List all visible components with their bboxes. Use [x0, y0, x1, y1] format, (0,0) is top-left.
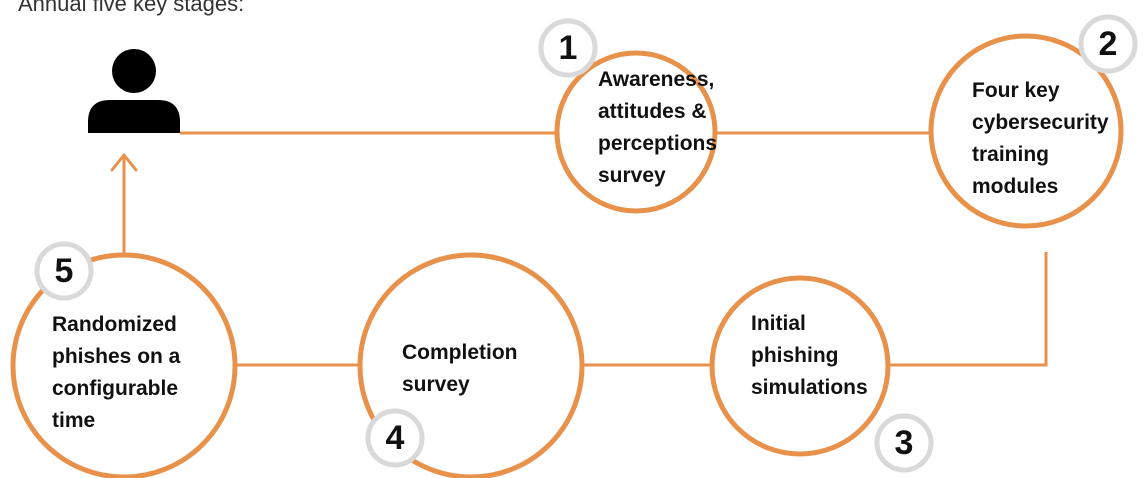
stage-4-label-line: Completion	[402, 341, 518, 364]
stage-3-number: 3	[894, 424, 914, 462]
stage-2-label-line: Four key	[972, 79, 1060, 102]
stage-5-circle	[10, 252, 238, 478]
stage-3-label-line: Initial	[751, 312, 806, 335]
stage-2-label: Four key cybersecurity training modules	[972, 75, 1109, 203]
stage-3-label-line: simulations	[751, 376, 868, 399]
arrow-up-icon	[110, 153, 138, 172]
stage-5-label-line: time	[52, 409, 96, 432]
stage-5-label-line: Randomized	[52, 313, 177, 336]
stage-5-label: Randomized phishes on a configurable tim…	[52, 309, 180, 437]
stage-3-badge	[874, 413, 934, 473]
stage-3-label-line: phishing	[751, 344, 839, 367]
stage-1-label: Awareness, attitudes & perceptions surve…	[598, 64, 717, 192]
stage-5-number: 5	[54, 252, 74, 290]
stage-1-label-line: attitudes &	[598, 100, 707, 123]
stage-3-circle	[709, 275, 891, 457]
stage-1-number: 1	[558, 29, 578, 67]
stage-1-label-line: survey	[598, 164, 666, 187]
stage-4-label-line: survey	[402, 373, 470, 396]
connector-stage-2-to-stage-3	[888, 252, 1048, 367]
stage-1-label-line: Awareness,	[598, 68, 715, 91]
stage-1-circle	[554, 50, 718, 214]
stage-2-badge	[1078, 14, 1138, 74]
stage-4-label: Completion survey	[402, 337, 518, 401]
diagram-heading: Annual five key stages:	[18, 0, 245, 16]
stage-2-label-line: cybersecurity	[972, 111, 1109, 134]
stage-4-number: 4	[385, 419, 405, 457]
stage-5-badge	[34, 241, 94, 301]
stage-2-number: 2	[1098, 25, 1118, 63]
stage-5-label-line: configurable	[52, 377, 179, 400]
stage-3-label: Initial phishing simulations	[751, 308, 868, 404]
stage-2-label-line: training	[972, 143, 1049, 166]
stage-1-badge	[538, 18, 598, 78]
stage-4-badge	[365, 408, 425, 468]
stage-5-label-line: phishes on a	[52, 345, 181, 368]
stage-2-label-line: modules	[972, 175, 1059, 198]
user-icon	[88, 49, 180, 133]
stage-2-circle	[928, 33, 1124, 229]
stage-1-label-line: perceptions	[598, 132, 718, 155]
